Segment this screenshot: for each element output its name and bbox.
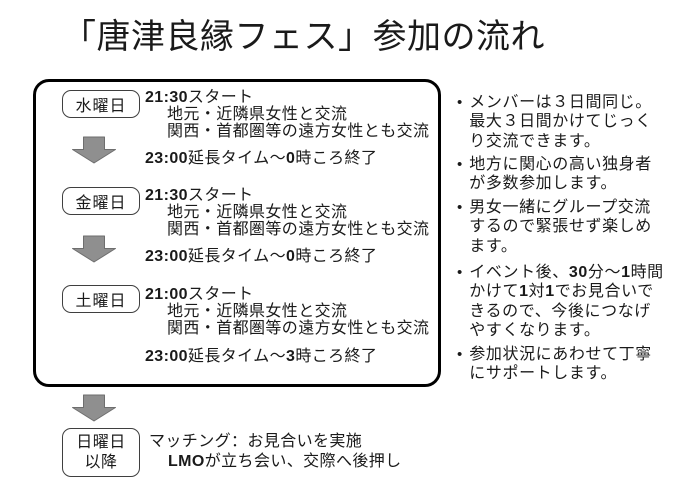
note-text-line: 地方に関心の高い独身者 <box>469 156 652 173</box>
day-chip-sunday: 日曜日 以降 <box>62 428 140 477</box>
note-bullet-omiai: • イベント後、30分～1時間 かけて1対1でお見合いで きるので、今後につなげ… <box>457 263 664 340</box>
note-text-line: 男女一緒にグループ交流 <box>469 199 651 216</box>
note-text-line: 最大３日間かけてじっく <box>469 113 652 131</box>
detail-text: 地元・近隣県女性と交流 <box>167 204 348 221</box>
note-bullet-support: • 参加状況にあわせて丁寧 にサポートします。 <box>457 345 652 384</box>
matching-text: マッチング：お見合いを実施 <box>149 433 363 450</box>
detail-text: 関西・首都圏等の遠方女性とも交流 <box>167 320 430 337</box>
end-time-text: 23:00延長タイム～0時ころ終了 <box>145 248 378 265</box>
day-chip-label: 土曜日 <box>75 293 127 310</box>
detail-text: 関西・首都圏等の遠方女性とも交流 <box>167 123 430 140</box>
down-arrow-icon <box>72 136 116 164</box>
note-text-line: り交流できます。 <box>469 132 601 150</box>
detail-text: 関西・首都圏等の遠方女性とも交流 <box>167 221 430 238</box>
bullet-dot: • <box>457 156 463 173</box>
note-text-line: が多数参加します。 <box>469 175 618 193</box>
detail-text: 地元・近隣県女性と交流 <box>167 106 348 123</box>
note-bullet-group: • 男女一緒にグループ交流 するので緊張せず楽しめ ます。 <box>457 198 652 256</box>
start-time-text: 21:30スタート <box>145 89 254 106</box>
note-text-line: 参加状況にあわせて丁寧 <box>469 346 652 363</box>
note-bullet-members: • メンバーは３日間同じ。 最大３日間かけてじっく り交流できます。 <box>457 93 652 151</box>
bullet-dot: • <box>457 346 463 363</box>
note-text-line: するので緊張せず楽しめ <box>469 218 652 236</box>
bullet-dot: • <box>457 264 463 281</box>
note-text-line: きるので、今後につなげ <box>469 302 651 320</box>
note-text-line: メンバーは３日間同じ。 <box>469 94 652 111</box>
down-arrow-icon <box>72 394 116 422</box>
day-chip-wednesday: 水曜日 <box>62 90 140 118</box>
note-text-line: イベント後、30分～1時間 <box>469 264 664 281</box>
page-title: 「唐津良縁フェス」参加の流れ <box>62 18 545 56</box>
day-chip-label-line1: 日曜日 <box>76 433 126 451</box>
note-text-line: やすくなります。 <box>469 321 601 339</box>
end-time-text: 23:00延長タイム～0時ころ終了 <box>145 150 378 167</box>
day-chip-saturday: 土曜日 <box>62 285 140 313</box>
detail-text: 地元・近隣県女性と交流 <box>167 303 348 320</box>
start-time-text: 21:00スタート <box>145 286 254 303</box>
matching-support-text: LMOが立ち会い、交際へ後押し <box>168 453 402 470</box>
start-time-text: 21:30スタート <box>145 187 254 204</box>
bullet-dot: • <box>457 94 463 111</box>
day-chip-label: 水曜日 <box>75 98 127 115</box>
schedule-box <box>33 79 441 387</box>
bullet-dot: • <box>457 199 463 216</box>
end-time-text: 23:00延長タイム～3時ころ終了 <box>145 348 378 365</box>
down-arrow-icon <box>72 235 116 263</box>
day-chip-label: 金曜日 <box>75 195 127 212</box>
day-chip-friday: 金曜日 <box>62 187 140 215</box>
note-bullet-participants: • 地方に関心の高い独身者 が多数参加します。 <box>457 155 652 194</box>
day-chip-label-line2: 以降 <box>84 453 118 471</box>
note-text-line: ます。 <box>469 237 518 255</box>
note-text-line: かけて1対1でお見合いで <box>469 283 654 301</box>
note-text-line: にサポートします。 <box>469 365 618 383</box>
